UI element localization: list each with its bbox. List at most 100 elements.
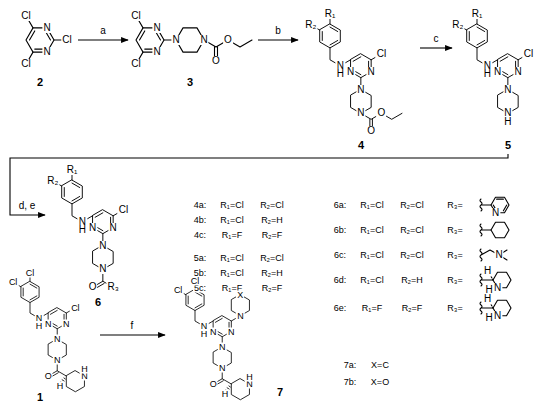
atom-label: N [503,85,512,95]
table-entry: R₂=H [400,276,424,285]
atom-label: Cl [376,49,387,59]
atom-label: N [53,356,62,365]
table-entry: R₂=F [261,231,284,240]
table-entry: R₁=Cl [359,276,384,285]
compound: 3 [128,5,258,95]
reaction-arrow [100,334,165,335]
atom-label: N [53,335,62,344]
compound: 7 [165,275,300,405]
atom-label: N [494,250,503,260]
reagent-step: c [433,34,440,44]
atom-label: N [152,23,161,33]
atom-label: H [35,321,44,330]
atom-label: Cl [20,11,31,21]
table-entry: R₁=Cl [359,201,384,210]
table-entry: X=C [370,361,390,370]
table-entry: R₁=Cl [219,201,244,210]
atom-label: H [483,294,492,304]
atom-label: H [336,69,345,79]
atom-label: N [171,35,180,45]
compound: 4 [298,2,420,154]
atom-label: R₂ [46,176,59,186]
atom-label: Cl [190,276,201,285]
atom-label: R₂ [304,20,317,30]
atom-label: H [221,389,230,398]
compound-number: 1 [36,392,44,403]
table-entry: 4a: [193,201,208,210]
atom-label: N [493,311,502,321]
compound: 6 [45,155,135,310]
table-entry: R₂=Cl [259,254,285,263]
compound-number: 6 [94,297,102,308]
table-entry: R₃= [446,276,463,285]
atom-label: O [44,372,53,381]
table-entry: R₂=Cl [399,201,425,210]
atom-label: N [218,364,227,373]
table-entry: R₂=F [401,304,424,313]
table-entry: R₁=Cl [359,226,384,235]
compound-number: 2 [36,77,44,88]
atom-label: O [211,56,221,66]
table-entry: 5a: [193,254,208,263]
atom-label: R₃ [106,282,119,292]
atom-label: Cl [61,35,72,45]
atom-label: H [78,225,87,235]
table-entry: 6d: [333,276,348,285]
compound-number: 3 [186,77,194,88]
atom-label: R₁ [66,165,79,175]
atom-label: N [199,35,208,45]
atom-label: R₂ [451,20,464,30]
atom-label: O [366,126,376,136]
atom-label: N [227,327,236,336]
atom-label: H [483,69,492,79]
atom-label: N [236,311,245,320]
atom-label: R₁ [324,9,337,19]
atom-label: N [44,319,53,328]
atom-label: Cl [70,303,81,312]
atom-label: O [209,380,218,389]
atom-label: Cl [130,11,141,21]
atom-label: N [62,319,71,328]
atom-label: Cl [118,205,129,215]
reaction-arrow [10,154,508,215]
table-entry: R₂=F [261,284,284,293]
table-entry: R₁=Cl [219,269,244,278]
atom-label: N [493,67,502,77]
table-entry: R₂=Cl [259,201,285,210]
table-entry: 6c: [333,251,347,260]
atom-label: O [223,35,233,45]
reaction-arrow [258,39,298,40]
atom-label: X [236,290,244,299]
atom-label: N [42,47,51,57]
table-entry: 4b: [193,216,208,225]
atom-label: Cl [20,59,31,69]
table-entry: R₃= [446,201,463,210]
table-entry: R₁=Cl [359,251,384,260]
table-entry: 4c: [193,231,207,240]
atom-label: Cl [173,286,184,295]
table-entry: 7b: [343,378,358,387]
atom-label: N [88,223,97,233]
atom-label: N [98,264,107,274]
atom-label: N [152,47,161,57]
atom-label: H [245,372,254,381]
reagent-step: b [274,26,282,36]
table-entry: R₁=F [361,304,383,313]
atom-label: H [483,266,492,276]
table-entry: R₁=F [221,231,243,240]
table-entry: R₂=Cl [399,226,425,235]
atom-label: N [493,283,502,293]
table-entry: X=O [370,378,390,387]
atom-label: N [356,85,365,95]
table-entry: R₂=H [260,216,284,225]
reagent-step: d, e [18,201,37,211]
table-entry: 6a: [333,201,348,210]
atom-label: O [88,282,98,292]
atom-label: H [80,364,89,373]
reaction-arrow [78,39,128,40]
atom-label: Cl [8,278,19,287]
atom-label: N [98,241,107,251]
reaction-arrow [420,47,452,48]
atom-label: N [42,23,51,33]
table-entry: R₂=Cl [399,251,425,260]
